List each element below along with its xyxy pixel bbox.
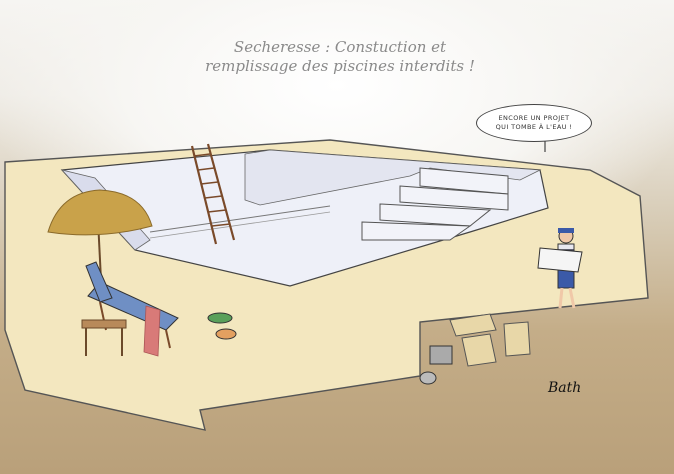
speech-line-2: QUI TOMBE À L'EAU ! (495, 123, 573, 131)
caption-line-2: remplissage des piscines interdits ! (205, 57, 475, 75)
man-with-plans (537, 228, 583, 309)
sun-lounger (85, 261, 179, 357)
tiles (449, 313, 531, 367)
pool-ladder (190, 143, 236, 245)
caption-line-1: Secheresse : Constuction et (233, 38, 447, 56)
flip-flops (207, 312, 237, 340)
pool-steps (361, 167, 509, 241)
paint-bucket (419, 345, 453, 385)
caption-title: Secheresse : Constuction et remplissage … (180, 38, 500, 76)
speech-line-1: ENCORE UN PROJET (498, 114, 570, 122)
pool-wall-back (244, 149, 542, 206)
side-table (81, 319, 127, 356)
speech-bubble: ENCORE UN PROJET QUI TOMBE À L'EAU ! (476, 104, 592, 142)
artist-signature: Bath (548, 380, 582, 396)
